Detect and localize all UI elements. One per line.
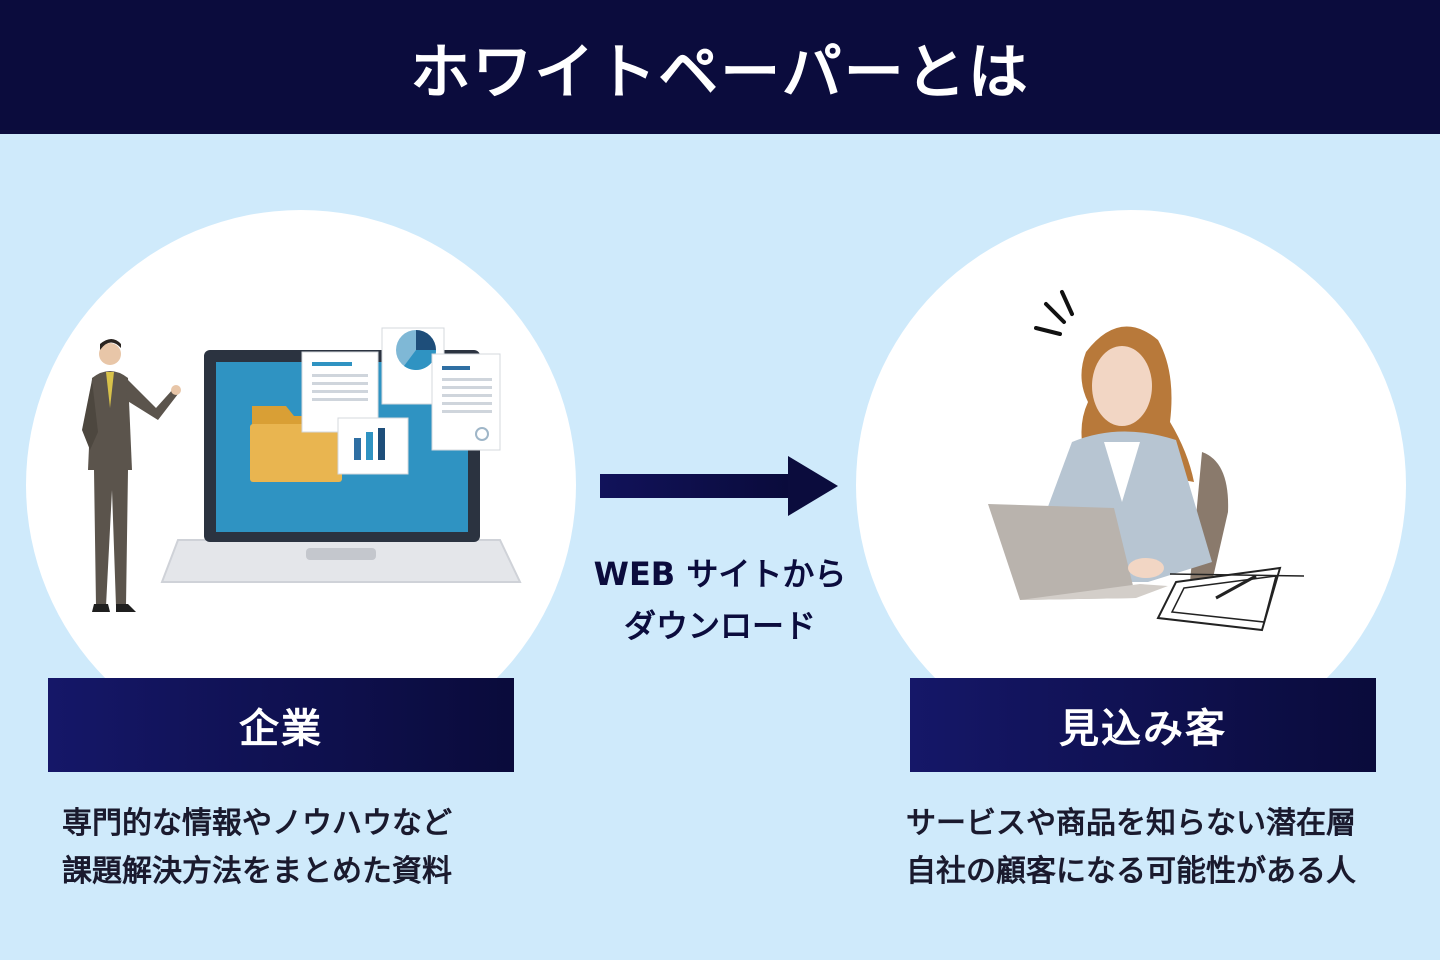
company-label: 企業 (48, 678, 514, 772)
description-line: 専門的な情報やノウハウなど (62, 806, 452, 841)
arrow-right-icon (600, 456, 838, 516)
arrow-caption-line: WEB サイトから (593, 555, 847, 593)
woman-at-laptop-icon (988, 290, 1305, 632)
description-line: サービスや商品を知らない潜在層 (906, 806, 1356, 841)
description-line: 課題解決方法をまとめた資料 (62, 854, 452, 889)
arrow-caption: WEB サイトから ダウンロード (560, 548, 880, 652)
prospect-label: 見込み客 (910, 678, 1376, 772)
businessman-presenting-laptop-icon (82, 327, 522, 612)
prospect-description: サービスや商品を知らない潜在層 自社の顧客になる可能性がある人 (906, 800, 1356, 896)
arrow-caption-line: ダウンロード (623, 607, 816, 645)
description-line: 自社の顧客になる可能性がある人 (906, 854, 1356, 889)
company-description: 専門的な情報やノウハウなど 課題解決方法をまとめた資料 (62, 800, 452, 896)
page-title: ホワイトペーパーとは (0, 0, 1440, 134)
